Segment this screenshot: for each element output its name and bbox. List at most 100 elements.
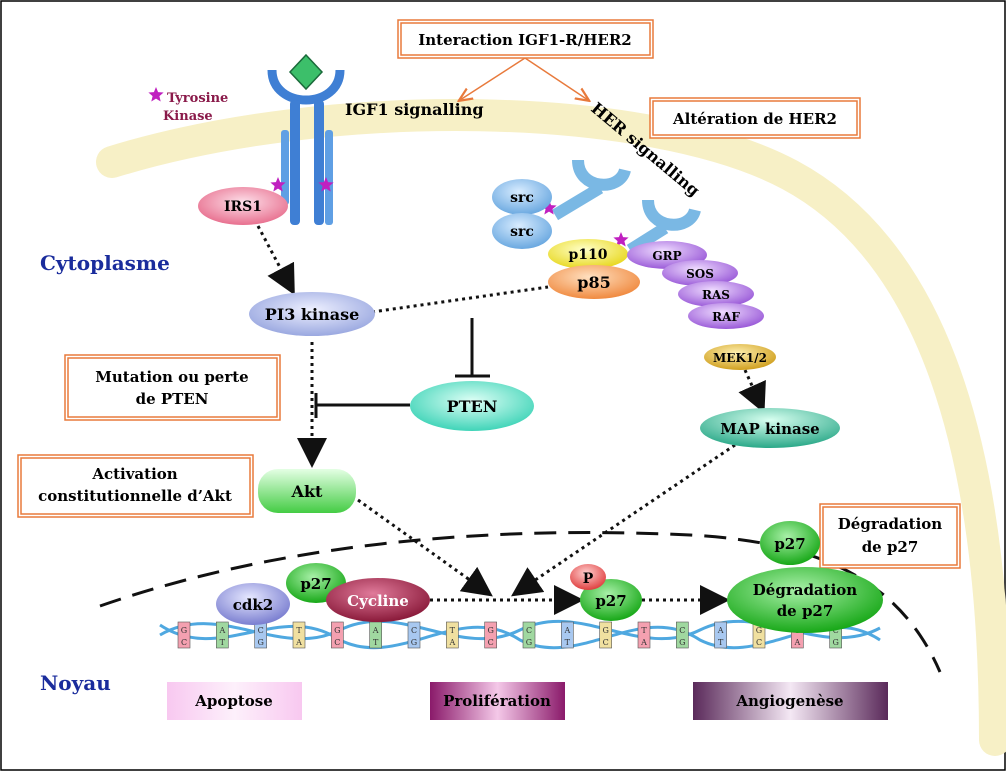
dna-base-letter: T bbox=[220, 638, 226, 647]
apoptose-label: Apoptose bbox=[194, 692, 273, 710]
cycline-label: Cycline bbox=[347, 592, 409, 610]
tyrosine-label-line2: Kinase bbox=[163, 109, 213, 124]
dna-base-pair bbox=[369, 621, 382, 649]
dna-base-letter: A bbox=[563, 626, 570, 635]
grp-label: GRP bbox=[652, 249, 681, 263]
alteration-box-text: Altération de HER2 bbox=[672, 110, 837, 128]
angiogenese-label: Angiogenèse bbox=[735, 692, 843, 710]
dna-base-letter: C bbox=[258, 626, 264, 635]
interaction-box bbox=[397, 19, 654, 59]
src-top-node bbox=[492, 179, 552, 215]
dna-base-letter: A bbox=[448, 638, 455, 647]
cdk2-node bbox=[216, 583, 290, 625]
mutation-box-text-line2: de PTEN bbox=[136, 390, 209, 408]
p27-phospho-label: p27 bbox=[595, 592, 626, 610]
dna-base-pair bbox=[522, 621, 536, 649]
dna-base-letter: C bbox=[756, 638, 762, 647]
sos-node bbox=[662, 260, 738, 286]
dna-base-pair bbox=[599, 621, 612, 649]
dna-base-pair bbox=[484, 621, 497, 649]
dna-base-letter: G bbox=[832, 638, 838, 647]
p85-node bbox=[548, 265, 640, 299]
mutation-pten-box bbox=[64, 354, 281, 421]
dna-base-pair bbox=[676, 621, 689, 649]
dna-base-letter: A bbox=[640, 638, 647, 647]
dna-base-letter: G bbox=[679, 638, 685, 647]
mutation-box-text-line1: Mutation ou perte bbox=[95, 368, 248, 386]
dna-base-letter: C bbox=[334, 638, 340, 647]
ligand-diamond-icon bbox=[288, 53, 324, 91]
raf-node bbox=[688, 303, 764, 329]
dna-base-letter: T bbox=[373, 638, 379, 647]
dna-base-pair bbox=[561, 621, 574, 649]
igf1-receptor bbox=[267, 53, 345, 225]
phosphate-node bbox=[570, 564, 606, 590]
arrow-irs1-to-pi3k bbox=[256, 225, 295, 296]
proliferation-bar bbox=[430, 682, 565, 720]
pten-node bbox=[410, 381, 534, 431]
degradation-node-line1: Dégradation bbox=[753, 581, 858, 599]
activation-box-text-line2: constitutionnelle d’Akt bbox=[38, 487, 232, 505]
activation-akt-box bbox=[17, 454, 254, 518]
dna-base-letter: C bbox=[526, 626, 532, 635]
dna-base-letter: G bbox=[181, 626, 187, 635]
dna-base-pair bbox=[177, 621, 191, 649]
p110-node bbox=[548, 239, 628, 269]
dna-base-letter: G bbox=[411, 638, 417, 647]
p27-phospho-node bbox=[580, 579, 642, 621]
map-kinase-node bbox=[700, 408, 840, 448]
akt-node bbox=[258, 469, 356, 513]
dna-base-letter: G bbox=[602, 626, 608, 635]
p85-label: p85 bbox=[577, 273, 610, 292]
degradation-node-line2: de p27 bbox=[777, 602, 834, 620]
p110-label: p110 bbox=[568, 247, 607, 263]
dna-base-letter: A bbox=[793, 638, 800, 647]
degradation-box-text-line2: de p27 bbox=[862, 538, 919, 556]
phosphate-label: P bbox=[583, 571, 594, 587]
cdk2-label: cdk2 bbox=[233, 596, 273, 614]
p27-free-label: p27 bbox=[774, 535, 805, 553]
pten-label: PTEN bbox=[447, 397, 498, 416]
dna-base-pair bbox=[446, 621, 459, 649]
pi3-kinase-label: PI3 kinase bbox=[265, 305, 360, 324]
cycline-node bbox=[326, 578, 430, 622]
dna-base-pair bbox=[637, 621, 651, 649]
dna-base-letter: C bbox=[679, 626, 685, 635]
dna-base-letter: C bbox=[411, 626, 417, 635]
dna-base-letter: G bbox=[334, 626, 340, 635]
src-top-label: src bbox=[510, 190, 534, 206]
dna-base-pair bbox=[331, 621, 344, 649]
activation-box-text-line1: Activation bbox=[91, 465, 177, 483]
akt-label: Akt bbox=[291, 482, 324, 501]
dna-base-letter: A bbox=[295, 638, 302, 647]
dna-base-letter: T bbox=[450, 626, 456, 635]
irs1-node bbox=[198, 187, 288, 225]
ras-node bbox=[678, 281, 754, 307]
interaction-box-text: Interaction IGF1-R/HER2 bbox=[418, 31, 632, 49]
angiogenese-bar bbox=[693, 682, 888, 720]
dna-base-letter: G bbox=[756, 626, 762, 635]
degradation-box bbox=[819, 503, 961, 569]
dna-base-letter: A bbox=[717, 626, 724, 635]
raf-label: RAF bbox=[712, 310, 740, 324]
p27-free-node bbox=[760, 521, 820, 565]
dna-base-letter: A bbox=[218, 626, 225, 635]
pten-inhibition bbox=[314, 318, 490, 418]
dna-base-letter: T bbox=[641, 626, 647, 635]
dna-base-letter: G bbox=[487, 626, 493, 635]
dna-base-letter: C bbox=[181, 638, 187, 647]
alteration-box bbox=[649, 97, 861, 139]
dna-base-letter: C bbox=[833, 626, 839, 635]
interaction-arrow-right bbox=[524, 57, 588, 100]
dna-base-letter: C bbox=[603, 638, 609, 647]
dna-base-pair bbox=[407, 621, 421, 649]
tyrosine-star-icon bbox=[613, 232, 629, 247]
tyrosine-kinase-stars bbox=[148, 87, 629, 247]
mek-label: MEK1/2 bbox=[713, 351, 767, 365]
dna-base-letter: T bbox=[565, 638, 571, 647]
arrow-mapk-to-cycline bbox=[511, 443, 736, 597]
interaction-arrow-left bbox=[460, 57, 526, 100]
dna-base-letter: C bbox=[488, 638, 494, 647]
